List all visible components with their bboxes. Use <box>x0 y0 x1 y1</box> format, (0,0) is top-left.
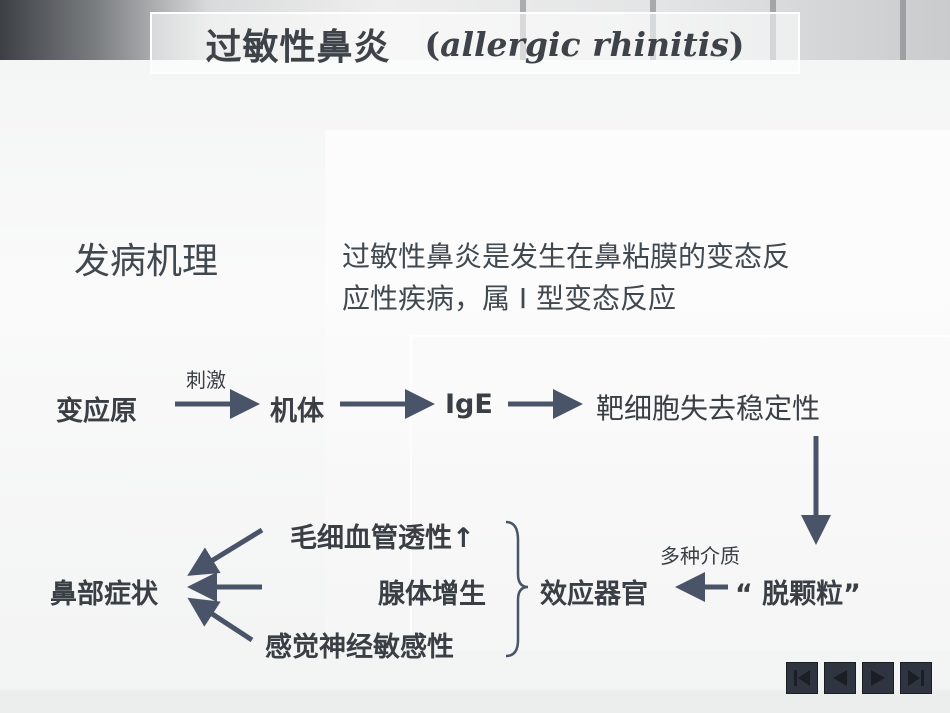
node-ige: IgE <box>445 389 493 420</box>
first-slide-button[interactable] <box>786 662 818 694</box>
section-label: 发病机理 <box>74 241 219 282</box>
grouping-brace <box>505 520 529 658</box>
title-close-paren: ) <box>728 24 745 64</box>
next-slide-button[interactable] <box>862 662 894 694</box>
title-open-paren: ( <box>424 24 441 64</box>
title-chinese: 过敏性鼻炎 <box>205 27 391 68</box>
previous-slide-button[interactable] <box>824 662 856 694</box>
node-mast-cell: 靶细胞失去稳定性 <box>596 392 821 425</box>
background-panel-outline <box>410 335 950 637</box>
last-slide-button[interactable] <box>900 662 932 694</box>
node-allergen: 变应原 <box>56 396 137 427</box>
previous-icon <box>833 670 847 686</box>
description-line-2: 应性疾病，属 I 型变态反应 <box>342 282 677 315</box>
arrow-permeability-symptoms <box>187 527 264 576</box>
node-effect-nerve: 感觉神经敏感性 <box>265 632 454 663</box>
skip-last-icon <box>908 670 924 686</box>
title-english: (allergic rhinitis) <box>424 25 744 64</box>
node-effect-gland: 腺体增生 <box>378 579 486 610</box>
node-effect-permeability: 毛细血管透性↑ <box>290 523 475 554</box>
node-degranulation: “ 脱颗粒” <box>735 579 861 610</box>
next-icon <box>871 670 885 686</box>
background-stripe <box>900 0 906 78</box>
node-effector: 效应器官 <box>540 579 648 610</box>
section-description: 过敏性鼻炎是发生在鼻粘膜的变态反 应性疾病，属 I 型变态反应 <box>342 236 902 320</box>
skip-first-icon <box>794 670 810 686</box>
slide-title: 过敏性鼻炎 (allergic rhinitis) <box>150 14 800 74</box>
node-body: 机体 <box>270 396 324 427</box>
label-mediators: 多种介质 <box>660 544 740 568</box>
title-frame <box>150 12 800 74</box>
arrow-nerve-symptoms <box>187 597 254 643</box>
background-floor <box>0 690 950 713</box>
title-english-text: allergic rhinitis <box>440 24 729 64</box>
description-line-1: 过敏性鼻炎是发生在鼻粘膜的变态反 <box>342 240 791 273</box>
label-stimulus: 刺激 <box>186 368 226 392</box>
node-symptoms: 鼻部症状 <box>50 579 158 610</box>
